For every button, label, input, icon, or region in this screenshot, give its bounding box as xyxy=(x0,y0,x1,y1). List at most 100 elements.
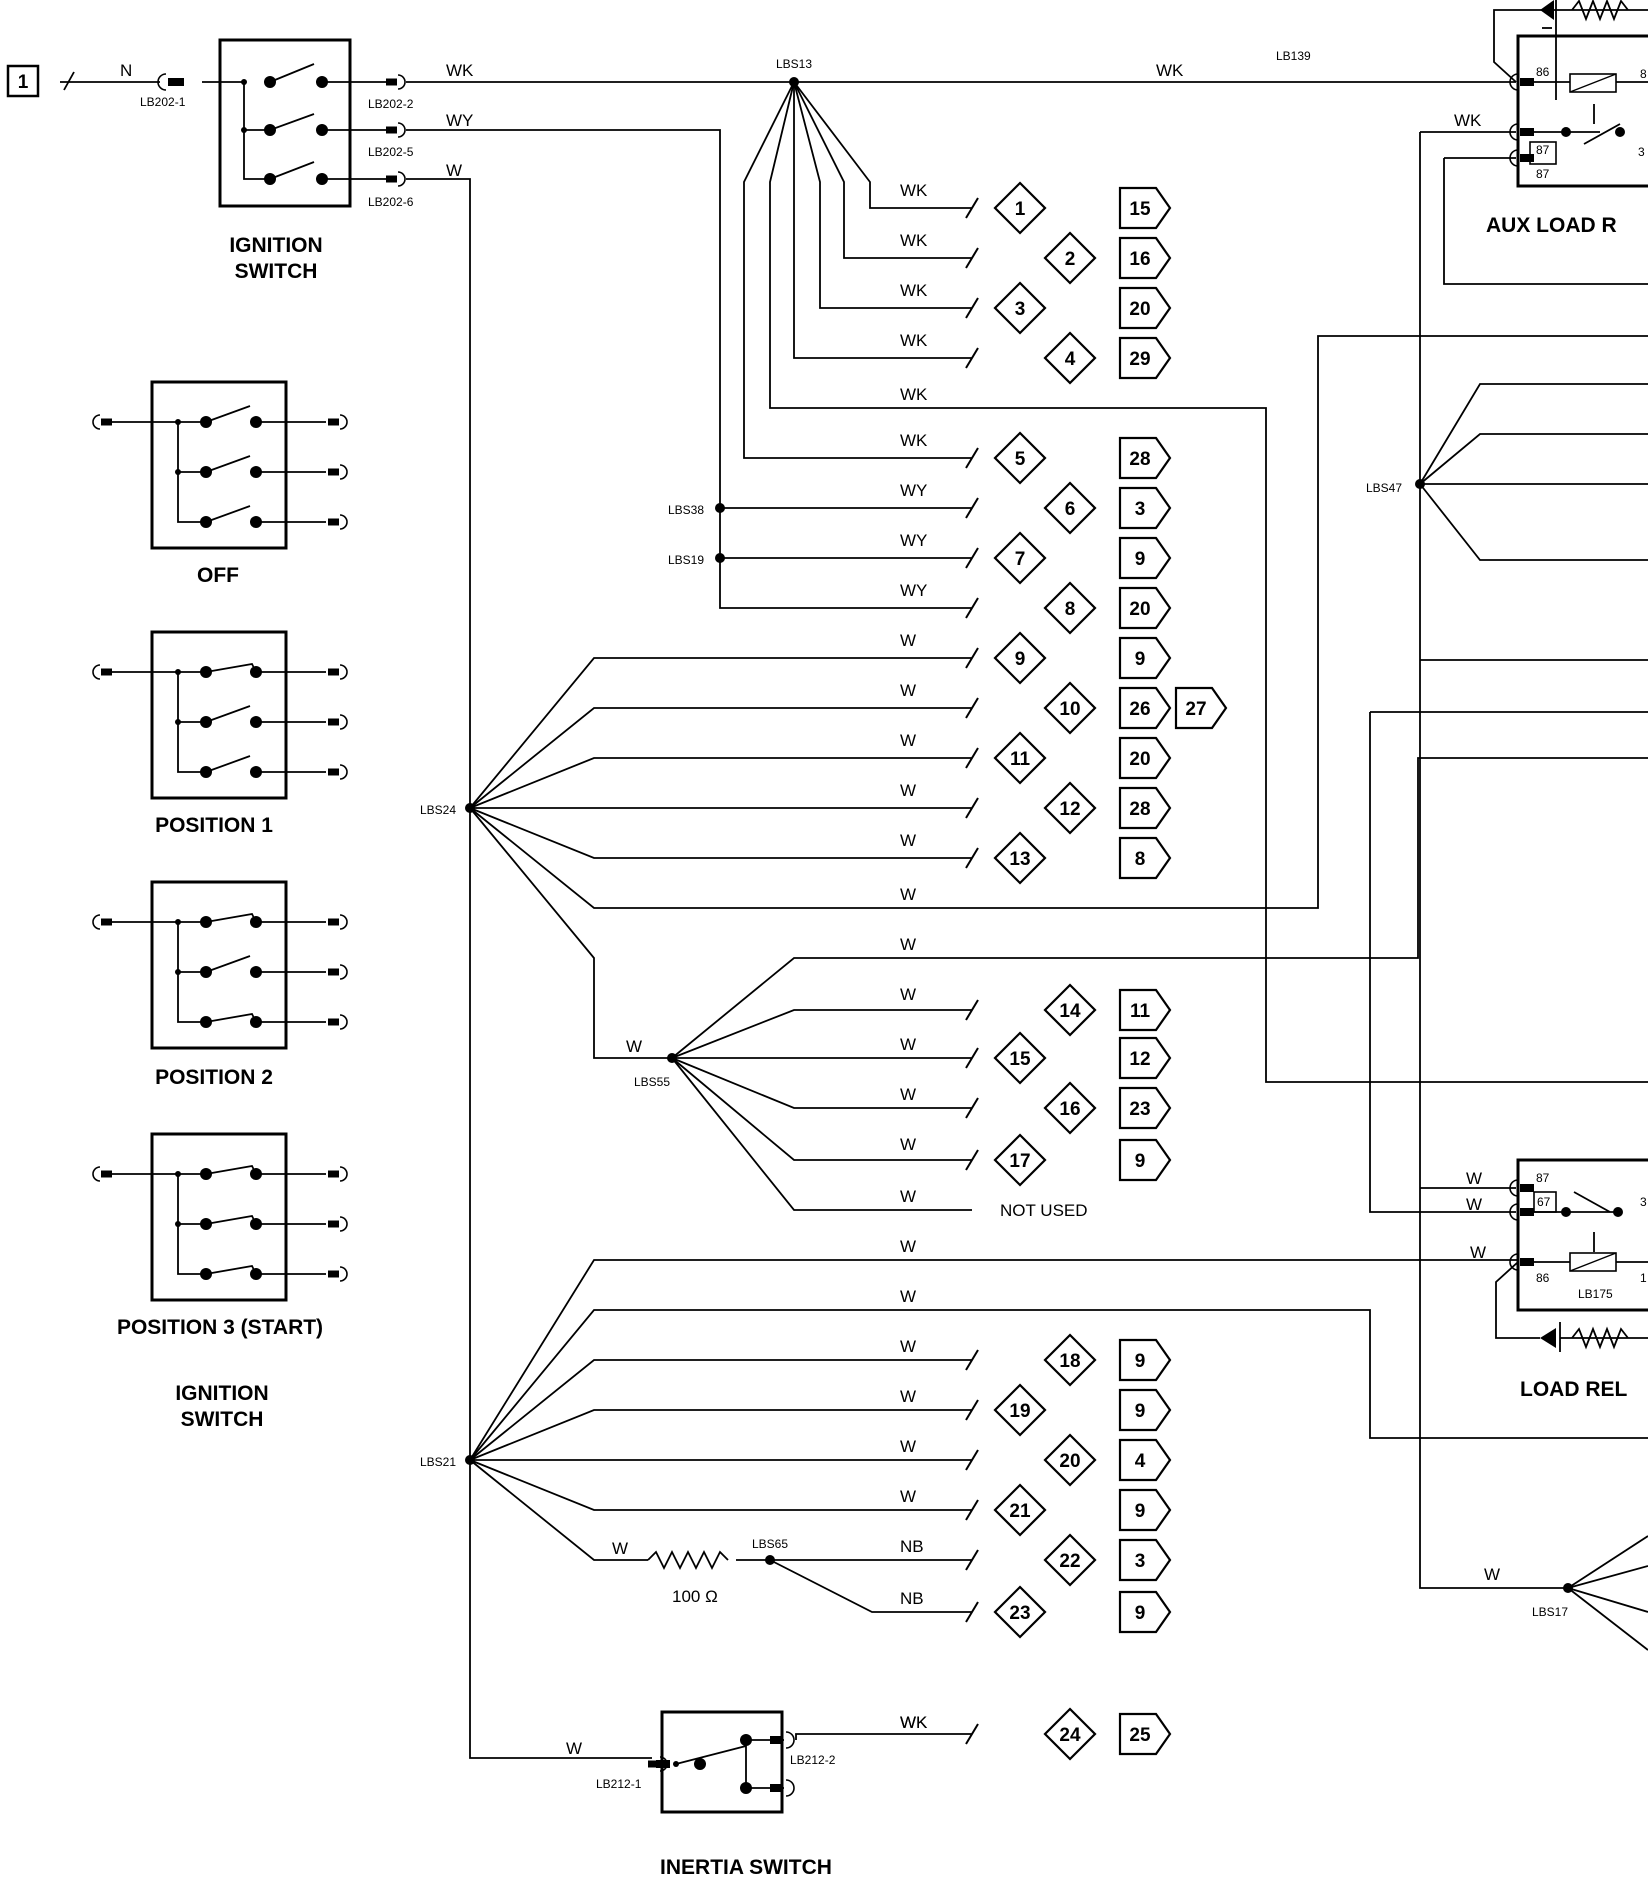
reference-box xyxy=(1118,1438,1172,1482)
reference-box xyxy=(1118,686,1172,730)
reference-box xyxy=(1118,536,1172,580)
reference-number: 3 xyxy=(1135,1551,1146,1572)
reference-box xyxy=(1118,186,1172,230)
wire-break-tick xyxy=(965,1601,979,1623)
reference-box xyxy=(1118,786,1172,830)
circuit-diamond xyxy=(993,431,1047,485)
circuit-number: 18 xyxy=(1059,1351,1080,1372)
circuit-diamond xyxy=(1043,1081,1097,1135)
reference-number: 11 xyxy=(1130,1001,1151,1022)
wire-break-tick xyxy=(965,647,979,669)
reference-box xyxy=(1118,636,1172,680)
circuit-number: 13 xyxy=(1009,849,1030,870)
reference-number: 9 xyxy=(1135,1151,1146,1172)
circuit-diamond xyxy=(1043,983,1097,1037)
wire-wy-out: WY xyxy=(446,111,473,130)
state-position-3 xyxy=(92,1132,348,1302)
wire-break-tick xyxy=(965,597,979,619)
circuit-wire-color: NB xyxy=(900,1589,924,1608)
circuit-diamond xyxy=(1043,681,1097,735)
resistor-wire-label: W xyxy=(612,1539,628,1558)
circuit-wire-color: W xyxy=(900,831,916,850)
circuit-number: 11 xyxy=(1010,749,1031,770)
pin-lb202-5: LB202-5 xyxy=(368,145,414,159)
circuit-number: 4 xyxy=(1065,349,1076,370)
reference-box xyxy=(1118,286,1172,330)
reference-box xyxy=(1118,236,1172,280)
splice-lbs19: LBS19 xyxy=(668,553,704,567)
wire-w-lbs55-unused: W xyxy=(900,1187,916,1206)
circuit-number: 8 xyxy=(1065,599,1076,620)
wire-w-lbs24-upper: W xyxy=(900,885,916,904)
wire-w-out: W xyxy=(446,161,462,180)
load-pin-87: 87 xyxy=(1536,1171,1550,1185)
reference-number: 9 xyxy=(1135,1603,1146,1624)
pin-lb202-2: LB202-2 xyxy=(368,97,414,111)
reference-box xyxy=(1118,1538,1172,1582)
circuit-wire-color: WY xyxy=(900,481,927,500)
circuit-number: 19 xyxy=(1009,1401,1030,1422)
wire-wk-out: WK xyxy=(446,61,474,80)
wire-w-lbs24-lower: W xyxy=(900,935,916,954)
circuit-number: 6 xyxy=(1065,499,1076,520)
circuit-number: 21 xyxy=(1009,1501,1031,1522)
inertia-switch-box xyxy=(647,1710,795,1814)
reference-box xyxy=(1118,1388,1172,1432)
state-position-1-label: POSITION 1 xyxy=(155,814,273,837)
splice-points xyxy=(465,77,1573,1593)
circuit-diamond xyxy=(993,1585,1047,1639)
reference-number: 9 xyxy=(1135,1401,1146,1422)
reference-box xyxy=(1118,486,1172,530)
circuit-diamond xyxy=(1043,231,1097,285)
reference-box xyxy=(1118,1590,1172,1634)
inertia-switch-title: INERTIA SWITCH xyxy=(660,1856,832,1878)
reference-number: 9 xyxy=(1135,549,1146,570)
state-position-2-label: POSITION 2 xyxy=(155,1066,273,1089)
load-pin-67: 67 xyxy=(1537,1195,1551,1209)
circuit-diamond xyxy=(1043,481,1097,535)
ignition-switch-title-2: SWITCH xyxy=(235,260,318,283)
state-position-1 xyxy=(92,630,348,800)
load-wire-87: W xyxy=(1466,1169,1482,1188)
reference-box xyxy=(1118,988,1172,1032)
circuit-diamond xyxy=(993,731,1047,785)
splice-lbs55: LBS55 xyxy=(634,1075,670,1089)
load-relay-box xyxy=(1509,1158,1648,1350)
circuit-wire-color: W xyxy=(900,1085,916,1104)
circuit-wire-color: WY xyxy=(900,581,927,600)
reference-number: 12 xyxy=(1129,1049,1150,1070)
circuit-wire-color: NB xyxy=(900,1537,924,1556)
load-wire-67: W xyxy=(1466,1195,1482,1214)
reference-number: 9 xyxy=(1135,1501,1146,1522)
circuit-number: 23 xyxy=(1009,1603,1030,1624)
circuit-number: 22 xyxy=(1059,1551,1080,1572)
circuit-diamond xyxy=(993,631,1047,685)
circuit-diamond xyxy=(1043,581,1097,635)
circuit-number: 3 xyxy=(1015,299,1026,320)
states-caption-1: IGNITION xyxy=(175,1382,268,1405)
reference-box xyxy=(1174,686,1228,730)
circuit-diamond xyxy=(993,1133,1047,1187)
reference-box xyxy=(1118,1488,1172,1532)
circuit-number: 12 xyxy=(1059,799,1080,820)
aux-load-relay-box xyxy=(1509,0,1648,188)
load-relay-title: LOAD REL xyxy=(1520,1378,1628,1401)
load-pin-86: 86 xyxy=(1536,1271,1550,1285)
circuit-diamond xyxy=(1043,1333,1097,1387)
circuit-number: 14 xyxy=(1059,1001,1081,1022)
wire-break-tick xyxy=(965,347,979,369)
circuit-diamond xyxy=(993,181,1047,235)
circuit-row: NB 22 3 xyxy=(900,1533,1172,1587)
reference-box xyxy=(1118,1036,1172,1080)
reference-box xyxy=(1118,436,1172,480)
circuit-row: NB 23 9 xyxy=(900,1585,1172,1639)
